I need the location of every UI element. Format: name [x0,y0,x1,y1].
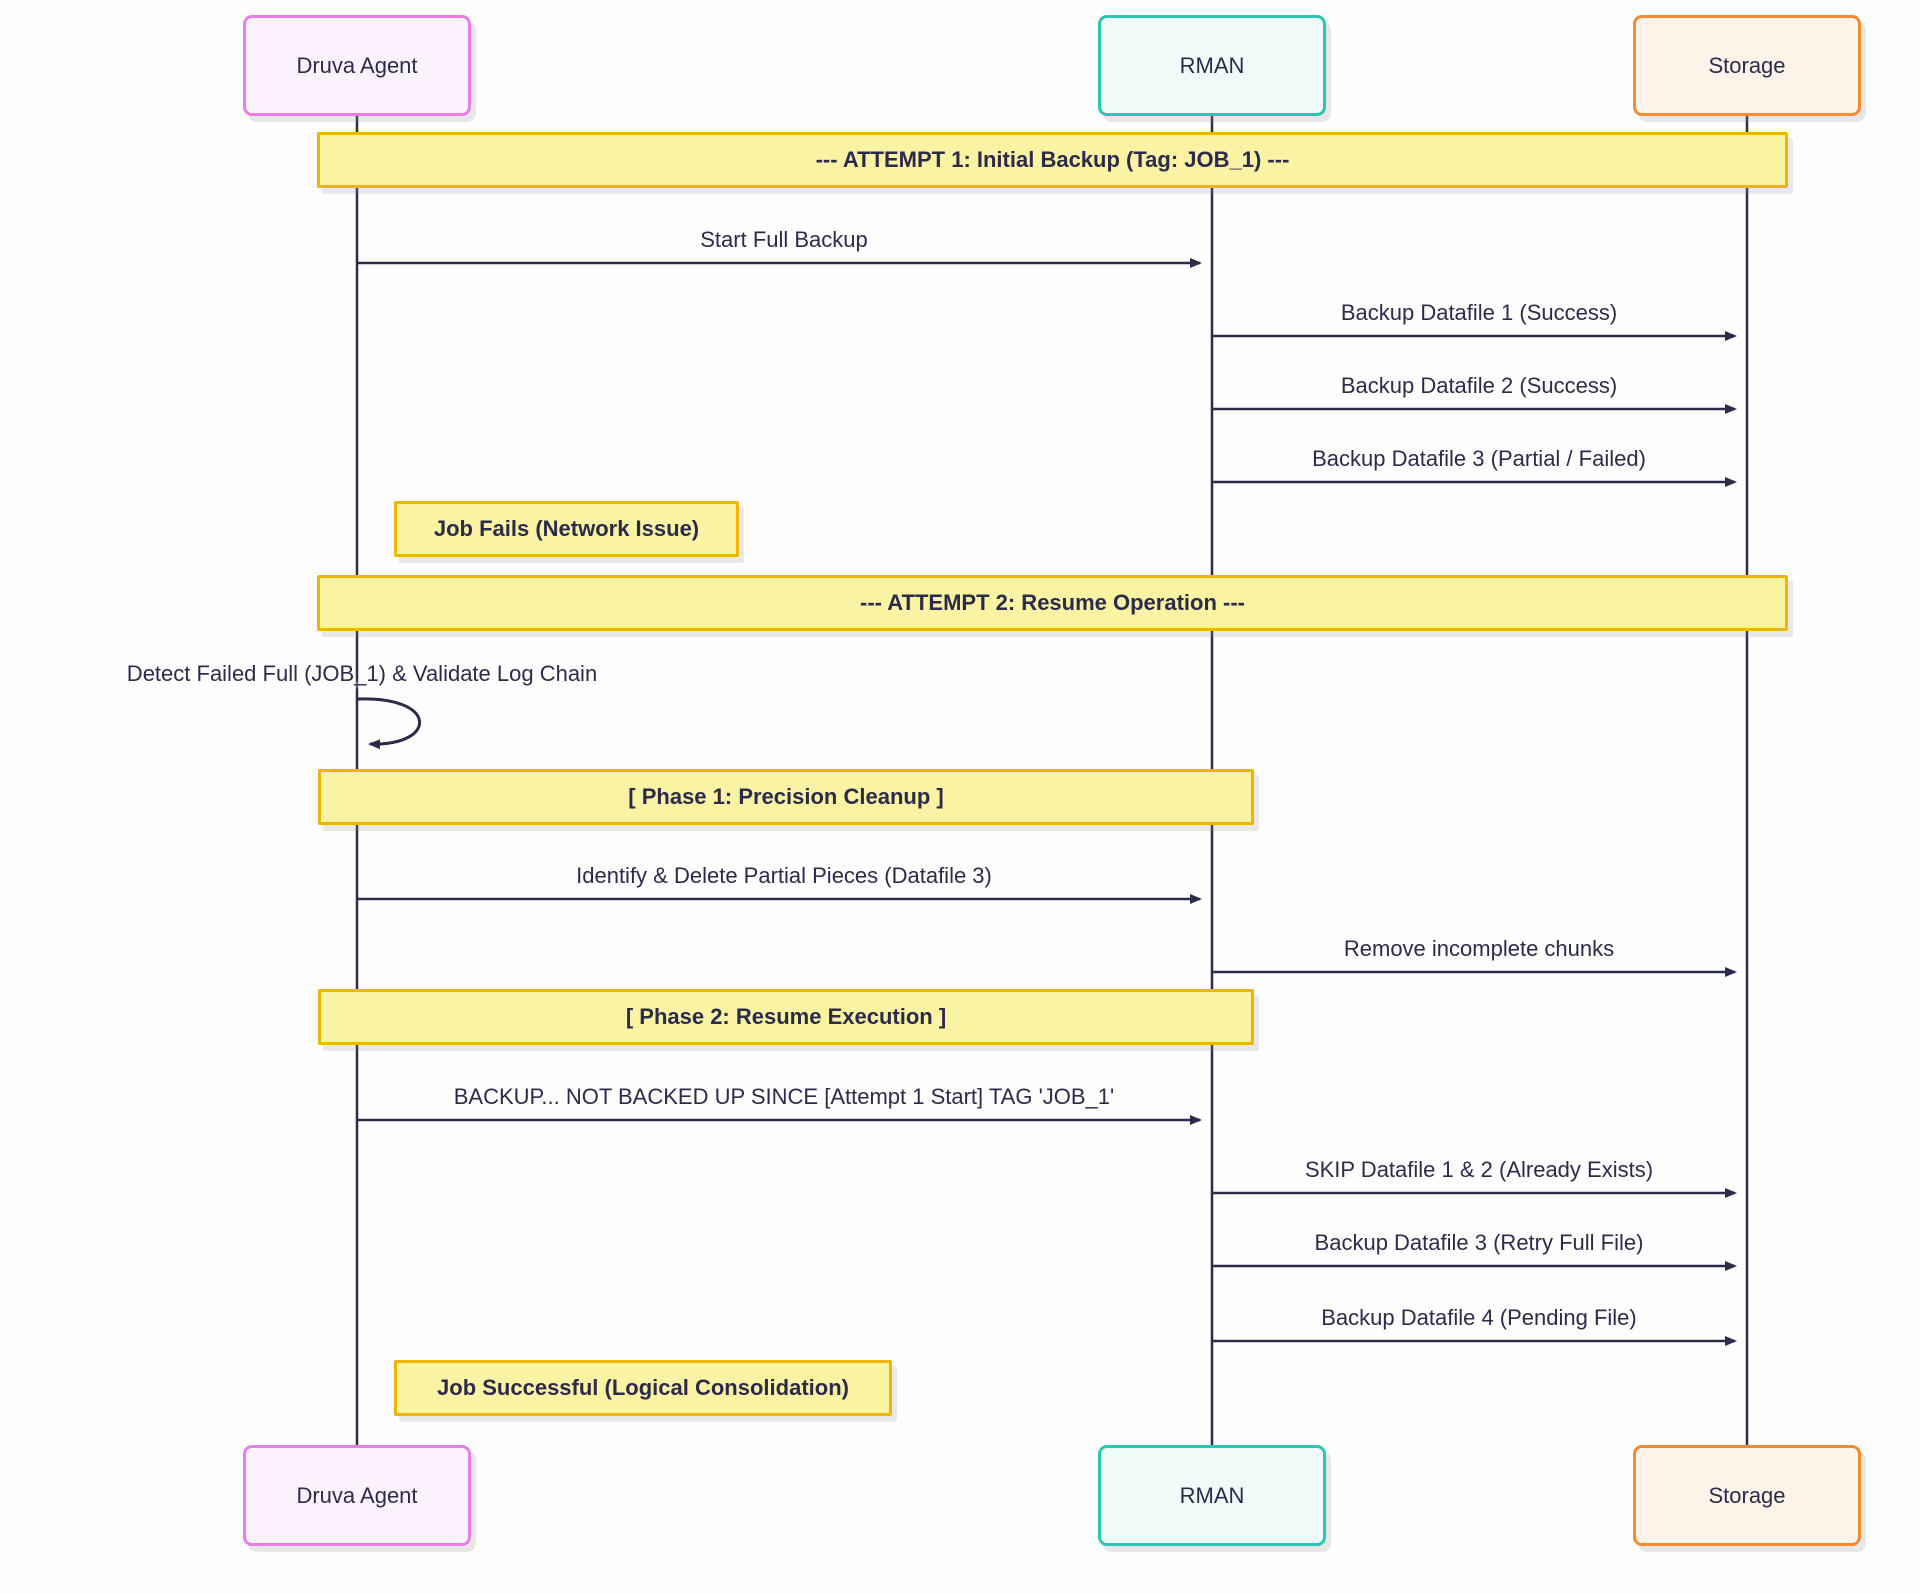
message-skip-datafile-1-2: SKIP Datafile 1 & 2 (Already Exists) [1304,1157,1654,1182]
note-job-fails: Job Fails (Network Issue) [394,501,739,557]
participant-rman-top: RMAN [1098,15,1326,116]
participant-label: Storage [1708,1482,1786,1508]
note-job-successful: Job Successful (Logical Consolidation) [394,1360,892,1416]
banner-attempt-1: --- ATTEMPT 1: Initial Backup (Tag: JOB_… [317,132,1788,188]
participant-label: RMAN [1179,52,1245,78]
participant-rman-bottom: RMAN [1098,1445,1326,1546]
message-identify-delete-partial: Identify & Delete Partial Pieces (Datafi… [576,863,992,888]
banner-phase-1: [ Phase 1: Precision Cleanup ] [318,769,1254,825]
participant-label: RMAN [1179,1482,1245,1508]
participant-label: Druva Agent [296,52,418,78]
message-detect-failed-full: Detect Failed Full (JOB_1) & Validate Lo… [126,661,598,686]
message-backup-not-backed-up-since: BACKUP... NOT BACKED UP SINCE [Attempt 1… [453,1084,1115,1109]
message-start-full-backup: Start Full Backup [700,227,868,252]
banner-phase-2: [ Phase 2: Resume Execution ] [318,989,1254,1045]
participant-label: Storage [1708,52,1786,78]
banner-label: [ Phase 2: Resume Execution ] [625,1004,947,1029]
banner-label: --- ATTEMPT 1: Initial Backup (Tag: JOB_… [815,147,1290,172]
participant-storage-bottom: Storage [1633,1445,1861,1546]
note-label: Job Fails (Network Issue) [433,516,700,541]
participant-druva-agent-bottom: Druva Agent [243,1445,471,1546]
message-backup-datafile-1: Backup Datafile 1 (Success) [1340,300,1618,325]
self-loop-arrow [357,697,422,750]
participant-storage-top: Storage [1633,15,1861,116]
banner-label: --- ATTEMPT 2: Resume Operation --- [860,590,1245,615]
participant-druva-agent-top: Druva Agent [243,15,471,116]
message-backup-datafile-2: Backup Datafile 2 (Success) [1340,373,1618,398]
message-remove-incomplete-chunks: Remove incomplete chunks [1343,936,1615,961]
message-backup-datafile-3: Backup Datafile 3 (Partial / Failed) [1312,446,1646,471]
participant-label: Druva Agent [296,1482,418,1508]
banner-label: [ Phase 1: Precision Cleanup ] [628,784,944,809]
message-backup-datafile-3-retry: Backup Datafile 3 (Retry Full File) [1314,1230,1644,1255]
banner-attempt-2: --- ATTEMPT 2: Resume Operation --- [317,575,1788,631]
message-backup-datafile-4-pending: Backup Datafile 4 (Pending File) [1321,1305,1637,1330]
note-label: Job Successful (Logical Consolidation) [437,1375,849,1400]
